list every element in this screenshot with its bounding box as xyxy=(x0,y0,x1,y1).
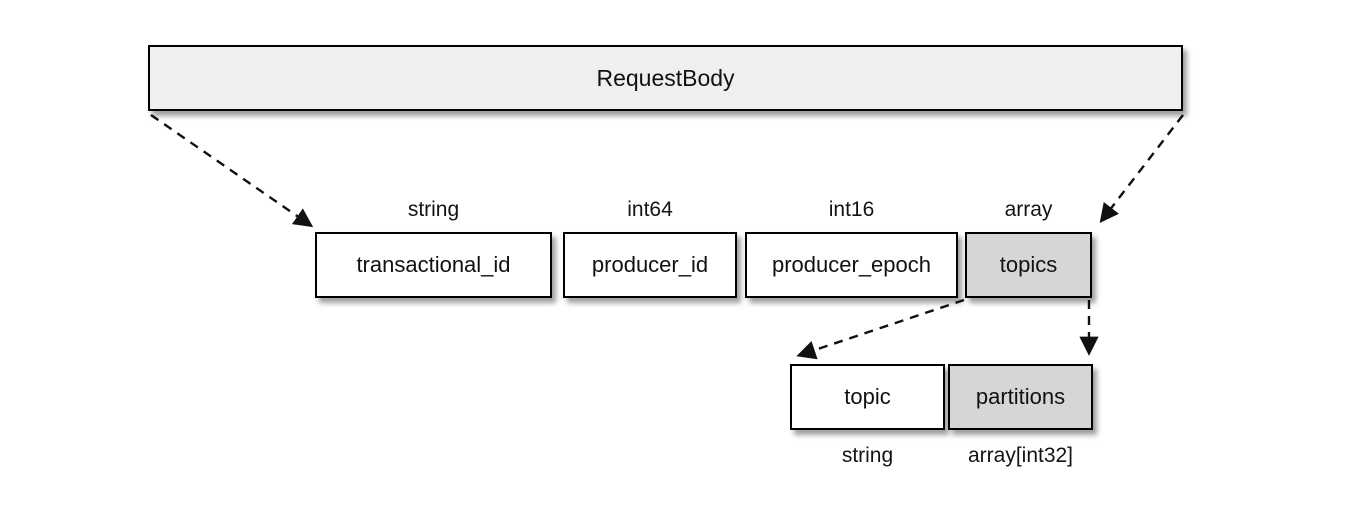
type-label-transactional-id: string xyxy=(407,198,460,221)
field-node-producer-epoch: producer_epoch xyxy=(745,232,958,298)
field-label: topics xyxy=(999,252,1058,277)
arrow-topics-to-topic xyxy=(796,298,965,360)
field-node-partitions: partitions xyxy=(948,364,1093,430)
type-label-producer-epoch: int16 xyxy=(828,198,875,221)
field-node-topic: topic xyxy=(790,364,945,430)
field-node-producer-id: producer_id xyxy=(563,232,737,298)
requestbody-node: RequestBody xyxy=(148,45,1183,111)
type-label-producer-id: int64 xyxy=(627,198,673,221)
type-label-partitions: array[int32] xyxy=(967,444,1074,467)
arrow-requestbody-to-transactional-id xyxy=(150,114,314,228)
field-label: producer_id xyxy=(591,252,709,277)
field-label: partitions xyxy=(975,384,1066,409)
arrow-requestbody-to-topics xyxy=(1099,114,1184,224)
field-label: producer_epoch xyxy=(771,252,931,277)
requestbody-label: RequestBody xyxy=(596,64,735,91)
type-label-topics: array xyxy=(1004,198,1053,221)
field-label: transactional_id xyxy=(356,252,511,277)
type-label-topic: string xyxy=(841,444,894,467)
field-node-topics: topics xyxy=(965,232,1092,298)
field-node-transactional-id: transactional_id xyxy=(315,232,552,298)
field-label: topic xyxy=(844,384,891,409)
